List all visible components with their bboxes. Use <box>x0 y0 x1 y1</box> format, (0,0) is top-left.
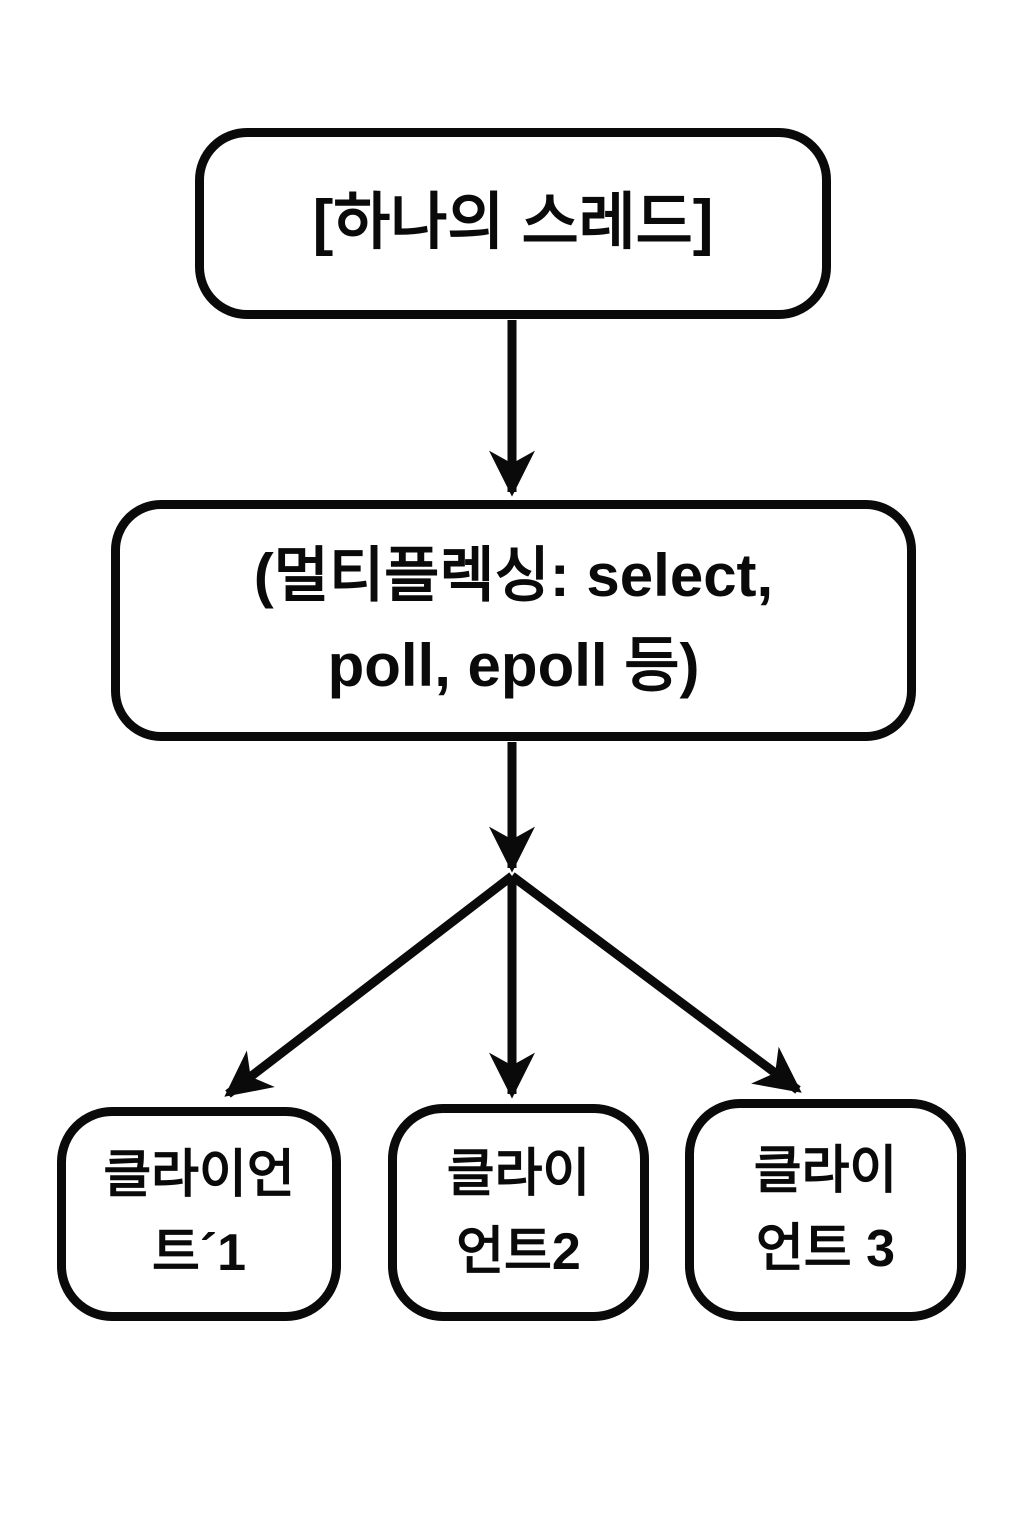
node-multiplexing-label: (멀티플렉싱: select, poll, epoll 등) <box>253 541 774 699</box>
node-client2: 클라이 언트2 <box>388 1104 649 1321</box>
node-client1-label: 클라이언 트´1 <box>103 1146 295 1282</box>
node-multiplexing: (멀티플렉싱: select, poll, epoll 등) <box>111 500 916 741</box>
node-client2-label: 클라이 언트2 <box>446 1144 591 1281</box>
node-client1: 클라이언 트´1 <box>57 1107 341 1321</box>
node-thread-label: [하나의 스레드] <box>312 188 714 258</box>
edge-junction-to-client3 <box>509 872 802 1094</box>
node-thread: [하나의 스레드] <box>195 128 831 319</box>
node-client3: 클라이 언트 3 <box>685 1099 966 1321</box>
edge-junction-to-client1 <box>224 872 515 1098</box>
node-client3-label: 클라이 언트 3 <box>753 1142 898 1278</box>
